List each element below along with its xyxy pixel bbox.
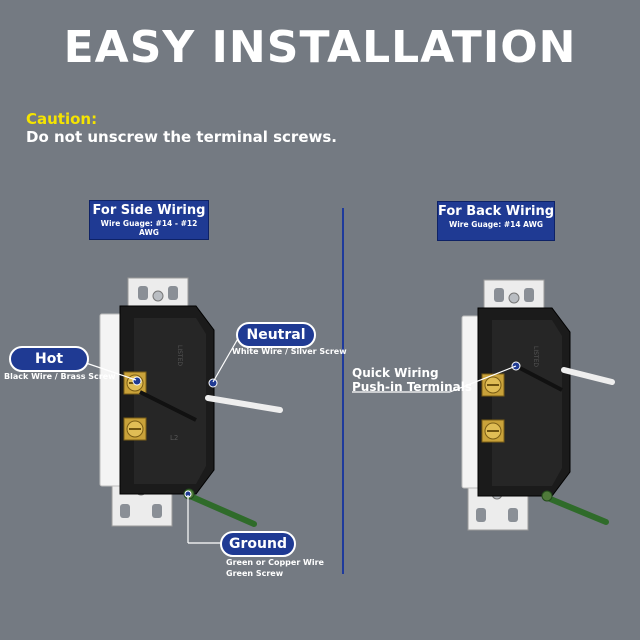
back-wiring-heading-box: For Back Wiring Wire Guage: #14 AWG (437, 201, 555, 241)
svg-text:L2: L2 (170, 434, 178, 442)
side-wiring-heading-box: For Side Wiring Wire Guage: #14 - #12 AW… (89, 200, 209, 240)
ground-description-line1: Green or Copper Wire (226, 558, 324, 567)
back-wiring-switch: LISTED (352, 279, 615, 531)
center-divider (342, 208, 344, 574)
neutral-label: Neutral (236, 322, 316, 348)
neutral-description: White Wire / Silver Screw (232, 347, 347, 356)
side-wiring-switch: LISTED L2 (79, 277, 283, 544)
svg-text:LISTED: LISTED (176, 345, 183, 366)
page-title: EASY INSTALLATION (63, 22, 577, 73)
side-wiring-gauge: Wire Guage: #14 - #12 AWG (100, 219, 198, 237)
caution-text: Do not unscrew the terminal screws. (26, 128, 337, 146)
ground-description-line2: Green Screw (226, 569, 284, 578)
svg-text:LISTED: LISTED (532, 346, 539, 367)
side-wiring-heading: For Side Wiring (92, 203, 206, 218)
hot-description: Black Wire / Brass Screw (4, 372, 116, 381)
quick-wiring-line2: Push-in Terminals (352, 380, 472, 394)
quick-wiring-line1: Quick Wiring (352, 366, 439, 380)
caution-label: Caution: (26, 110, 98, 128)
back-wiring-heading: For Back Wiring (438, 204, 555, 219)
back-wiring-gauge: Wire Guage: #14 AWG (448, 220, 544, 229)
hot-label: Hot (9, 346, 89, 372)
ground-label: Ground (220, 531, 296, 557)
